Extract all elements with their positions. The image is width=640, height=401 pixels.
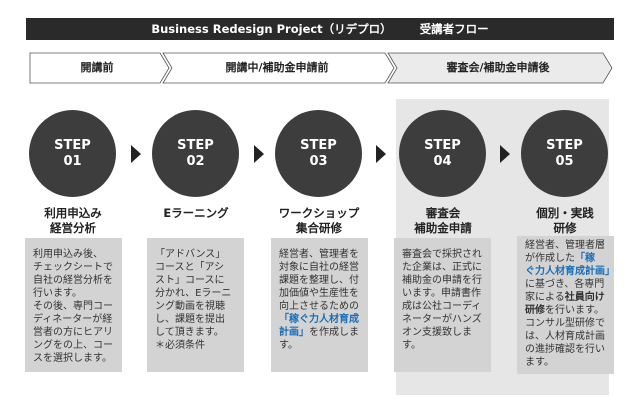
phase-arrow-2 — [162, 52, 395, 84]
step-circle-04: STEP 04 — [399, 110, 486, 197]
step-description-03: 経営者、管理者を 対象に自社の経営 課題を整理し、付 加価値や生産性を 向上させ… — [271, 238, 368, 372]
step-circle-03: STEP 03 — [275, 110, 362, 197]
step-description-01: 利用申込み後、 チェックシートで 自社の経営分析を 行います。 その後、専門コー… — [25, 238, 122, 372]
desc-line: して頂きます。 — [155, 327, 224, 338]
desc-line: その後、専門コー — [33, 301, 113, 312]
desc-line: ネーターがハンズ — [402, 314, 482, 325]
step-word: STEP — [54, 137, 91, 153]
step-circle-05: STEP 05 — [521, 110, 608, 197]
desc-line: います。申請書作 — [402, 288, 481, 299]
desc-line: ング動画を視聴 — [155, 301, 225, 312]
title-line: Eラーニング — [163, 206, 229, 220]
arrow-right-icon — [131, 145, 141, 163]
step-number: 03 — [309, 153, 328, 169]
desc-line: 課題を整理し、付 — [279, 275, 359, 286]
title-line: 集合研修 — [296, 221, 342, 235]
phase-chevrons — [29, 52, 613, 84]
desc-line: 計画」を作成しま — [279, 326, 364, 339]
bold-text: 社員向け — [564, 292, 605, 303]
arrow-right-icon — [376, 145, 386, 163]
step-number: 01 — [63, 153, 82, 169]
desc-line: 研修を行います。 — [525, 304, 610, 317]
desc-line: は、人材育成計画 — [525, 331, 605, 342]
desc-line: 審査会で採択され — [402, 249, 482, 260]
desc-line: コースと「アシ — [155, 262, 225, 273]
step-title-05: 個別・実践 研修 — [507, 206, 623, 236]
desc-line: 経営者、管理者を — [279, 249, 359, 260]
desc-line: 対象に自社の経営 — [279, 262, 359, 273]
title-line: 利用申込み — [44, 206, 102, 220]
desc-text: 家による — [525, 292, 565, 303]
phase-label-3: 審査会/補助金申請後 — [446, 61, 550, 74]
desc-line: オン支援致します。 — [402, 327, 472, 351]
desc-line: し、課題を提出 — [155, 314, 225, 325]
desc-line: す。 — [279, 340, 298, 351]
desc-text: を作成しま — [309, 327, 359, 338]
title-bar: Business Redesign Project（リデプロ） 受講者フロー — [26, 18, 614, 40]
desc-line: ＊必須条件 — [155, 340, 205, 351]
highlight-line: 「稼ぐ力人材育成 — [279, 314, 359, 325]
step-circle-02: STEP 02 — [152, 110, 239, 197]
page-title: Business Redesign Project（リデプロ） — [151, 22, 392, 36]
step-word: STEP — [300, 137, 337, 153]
step-number: 05 — [555, 153, 574, 169]
title-line: ワークショップ — [278, 206, 360, 220]
desc-line: 加価値や生産性を — [279, 288, 359, 299]
phase-label-2: 開講中/補助金申請前 — [225, 61, 329, 74]
desc-line: 利用申込み後、 — [33, 249, 103, 260]
title-line: 補助金申請 — [414, 221, 472, 235]
phase-label-1: 開講前 — [80, 61, 114, 74]
desc-line: 「アドバンス」 — [155, 249, 226, 260]
desc-line: 家による社員向け — [525, 291, 610, 304]
desc-line: ディネーターが経 — [33, 314, 113, 325]
desc-line: コンサル型研修で — [525, 318, 605, 329]
desc-line: チェックシートで — [33, 262, 113, 273]
step-word: STEP — [546, 137, 583, 153]
step-number: 04 — [433, 153, 452, 169]
desc-text: を行います。 — [545, 305, 604, 316]
arrow-right-icon — [500, 145, 510, 163]
step-description-04: 審査会で採択され た企業は、正式に 補助金の申請を行 います。申請書作 成は公社… — [394, 238, 491, 372]
desc-line: ます。 — [525, 357, 554, 368]
desc-line: 営者の方にヒアリ — [33, 327, 113, 338]
desc-line: が作成した「稼 — [525, 252, 610, 265]
step-number: 02 — [186, 153, 205, 169]
desc-line: 行います。 — [33, 288, 82, 299]
step-title-01: 利用申込み 経営分析 — [15, 206, 131, 236]
bold-text: 研修 — [525, 305, 545, 316]
highlight-text: 「稼 — [575, 253, 595, 264]
desc-line: スト」コースに — [155, 275, 225, 286]
step-description-05: 経営者、管理者層 が作成した「稼 ぐ力人材育成計画」 に基づき、各専門 家による… — [517, 236, 614, 374]
desc-line: 分かれ、Eラーニ — [155, 288, 232, 299]
desc-text: が作成した — [525, 253, 575, 264]
step-title-04: 審査会 補助金申請 — [385, 206, 501, 236]
phase-arrow-1 — [29, 52, 170, 84]
step-word: STEP — [424, 137, 461, 153]
desc-line: 成は公社コーディ — [402, 301, 482, 312]
step-description-02: 「アドバンス」 コースと「アシ スト」コースに 分かれ、Eラーニ ング動画を視聴… — [147, 238, 244, 372]
desc-line: ングをの上、コー — [33, 340, 113, 351]
desc-line: に基づき、各専門 — [525, 279, 605, 290]
desc-line: スを選択します。 — [33, 353, 112, 364]
desc-line: の進捗確認を行い — [525, 344, 605, 355]
step-title-02: Eラーニング — [138, 206, 254, 221]
title-line: 研修 — [553, 221, 577, 235]
step-circle-01: STEP 01 — [29, 110, 116, 197]
desc-line: 向上させるための — [279, 301, 359, 312]
highlight-line: ぐ力人材育成計画」 — [525, 266, 614, 277]
desc-line: 経営者、管理者層 — [525, 240, 605, 251]
title-line: 経営分析 — [50, 221, 96, 235]
phase-arrow-3 — [387, 52, 613, 84]
desc-line: た企業は、正式に — [402, 262, 482, 273]
page-subtitle: 受講者フロー — [419, 22, 489, 36]
title-line: 審査会 — [425, 206, 461, 220]
step-word: STEP — [177, 137, 214, 153]
desc-line: 補助金の申請を行 — [402, 275, 482, 286]
desc-line: 自社の経営分析を — [33, 275, 113, 286]
title-line: 個別・実践 — [536, 206, 594, 220]
arrow-right-icon — [254, 145, 264, 163]
step-title-03: ワークショップ 集合研修 — [261, 206, 377, 236]
highlight-text: 計画」 — [279, 327, 309, 338]
